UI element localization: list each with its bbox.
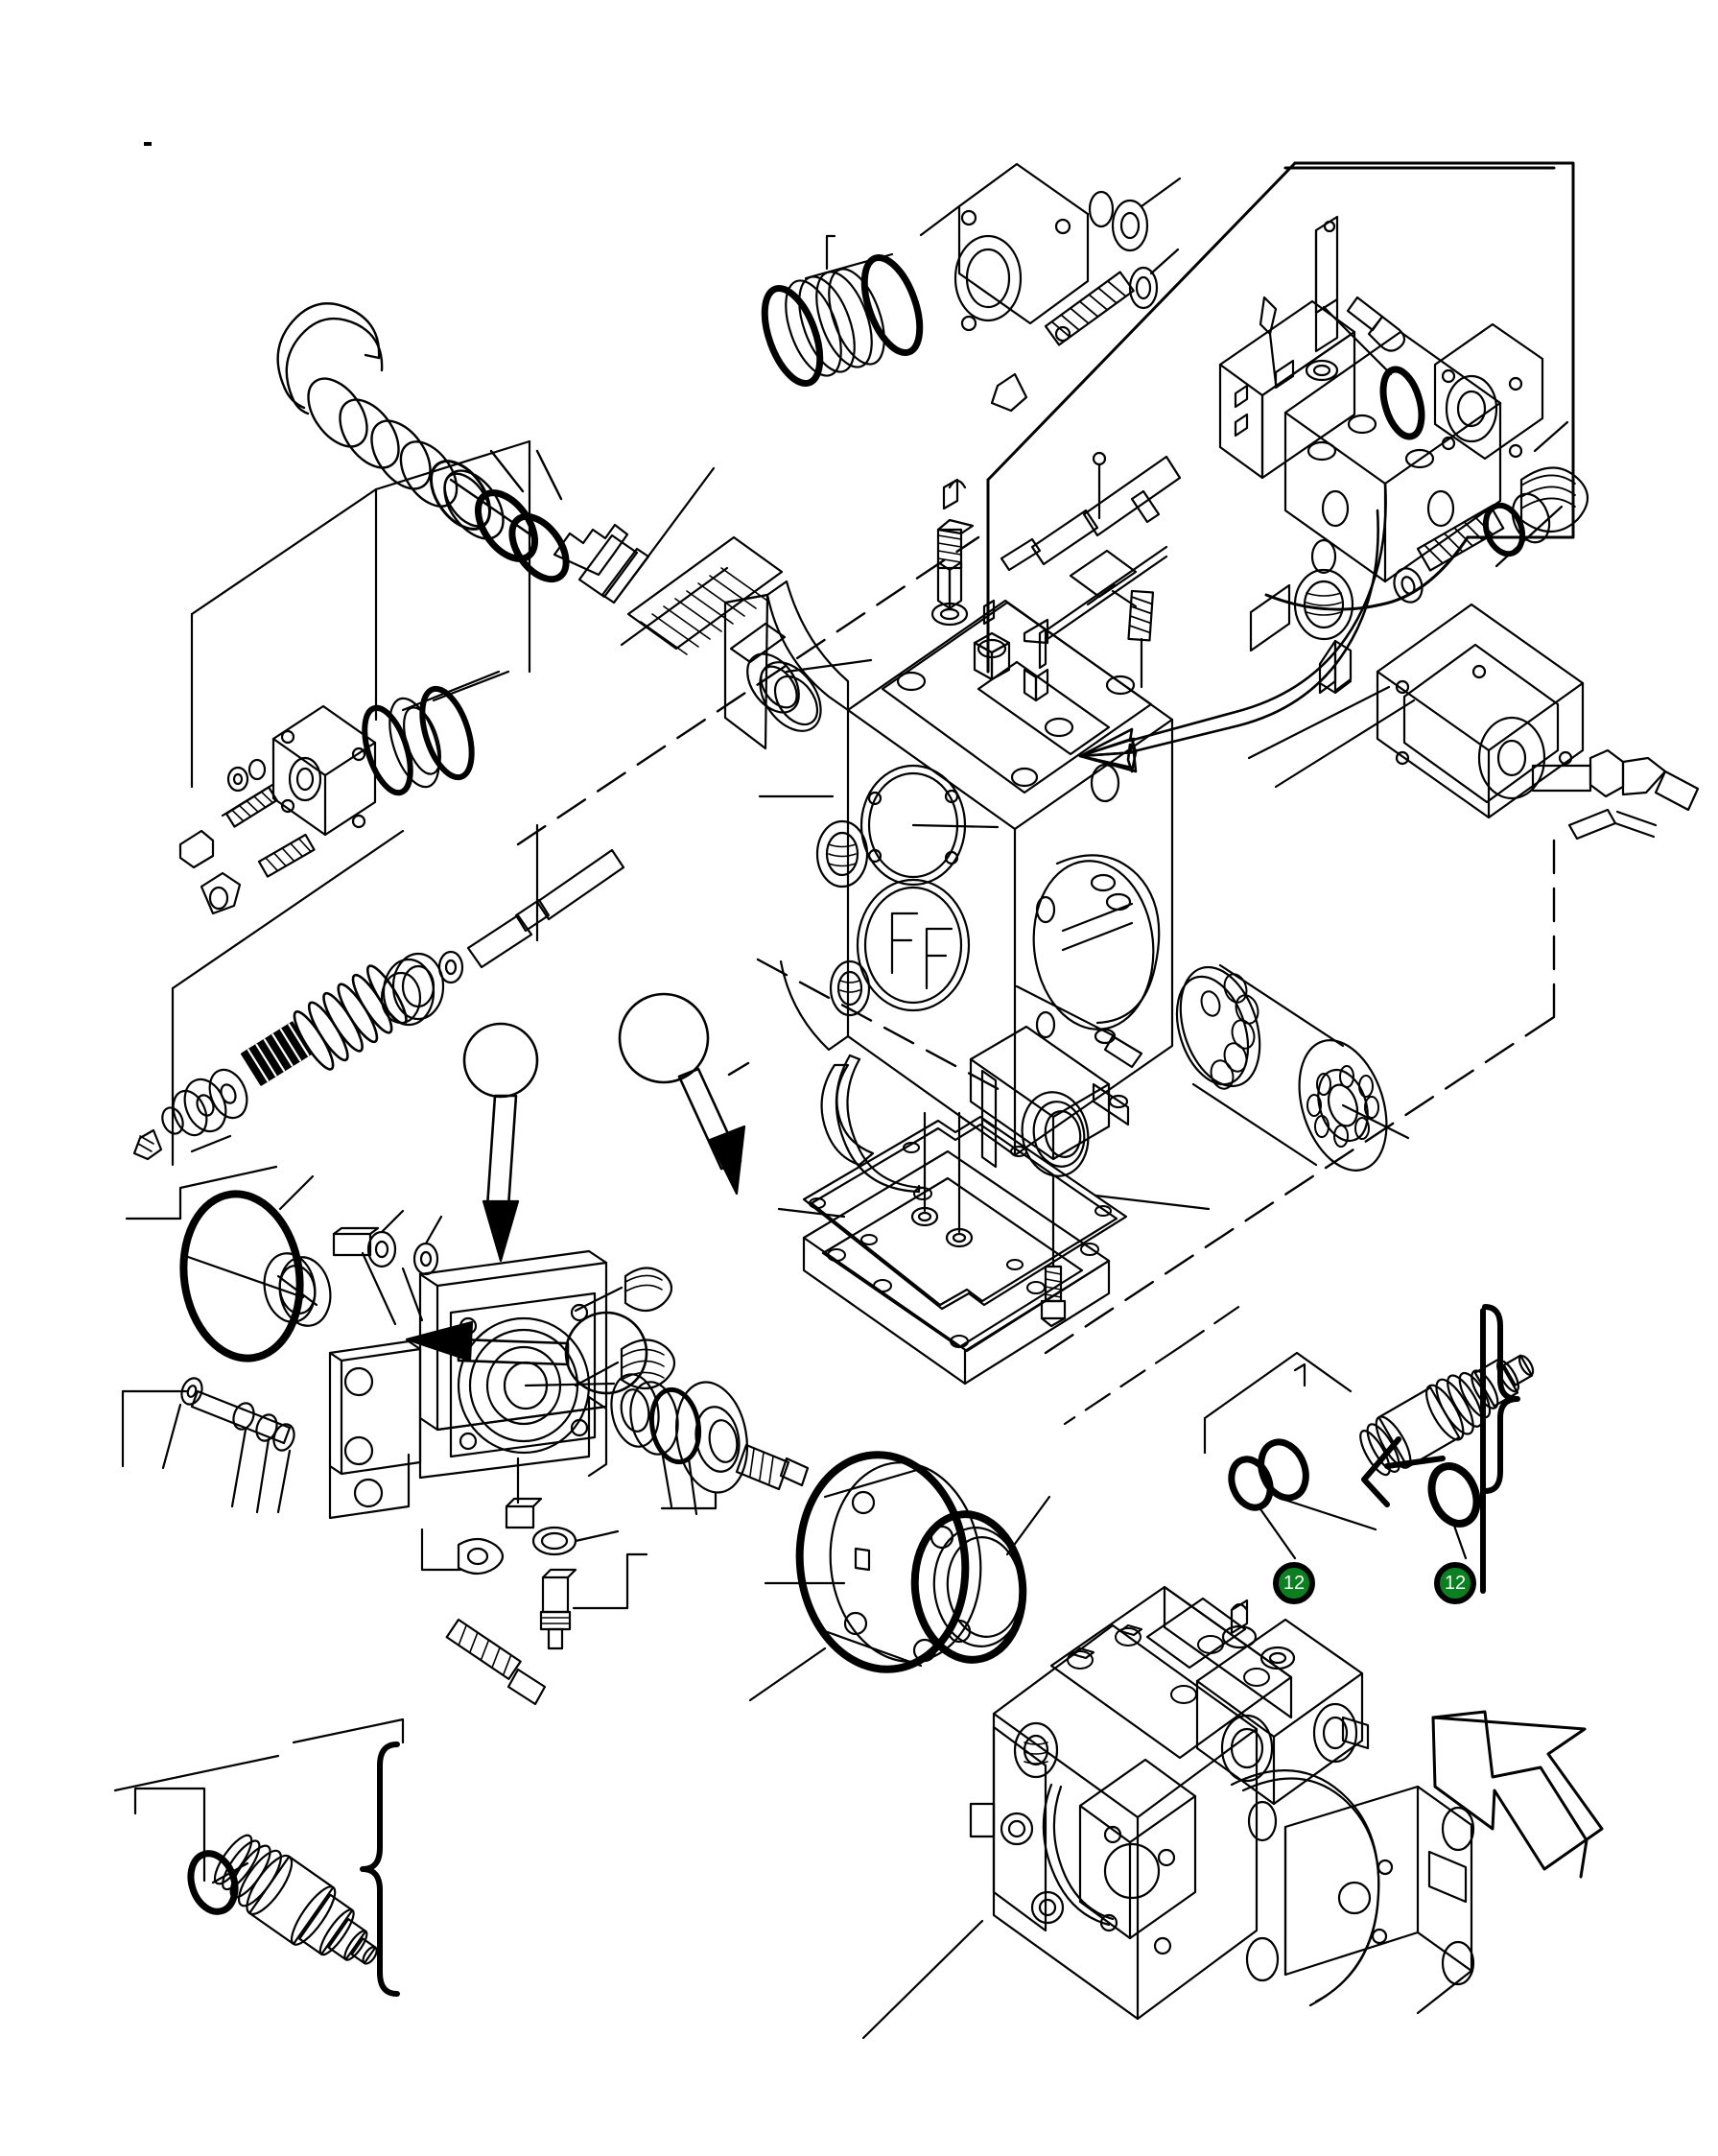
registration-tick-mark — [144, 142, 152, 146]
swash-plate-cradle-group — [777, 1025, 1211, 1386]
rear-cover-block — [121, 1165, 676, 1706]
assembled-pump-unit — [861, 1585, 1475, 2040]
group-boundary-lines — [516, 535, 1556, 1355]
control-valve-box-frame — [986, 161, 1575, 674]
large-curved-arrow — [1078, 482, 1387, 773]
servo-spring-spool-group — [132, 823, 625, 1167]
large-block-arrow-down-right — [1431, 1710, 1604, 1879]
snap-ring-and-shim-stack — [276, 302, 570, 583]
relief-valve-cartridge-left — [113, 1718, 405, 1997]
servo-cover-group-left — [178, 439, 531, 915]
drive-shaft — [553, 466, 822, 732]
pump-case-center — [723, 478, 1174, 1167]
part-reference-badge-12-left[interactable]: 12 — [1273, 1562, 1315, 1604]
mounting-flange-group — [610, 1373, 1051, 1702]
pump-front-cover-group — [761, 162, 1182, 413]
cylinder-block-with-pistons — [1175, 963, 1410, 1172]
callout-balloons — [405, 992, 746, 1395]
relief-valve-cartridge-right — [1063, 1299, 1535, 1594]
part-reference-badge-12-right[interactable]: 12 — [1434, 1562, 1476, 1604]
